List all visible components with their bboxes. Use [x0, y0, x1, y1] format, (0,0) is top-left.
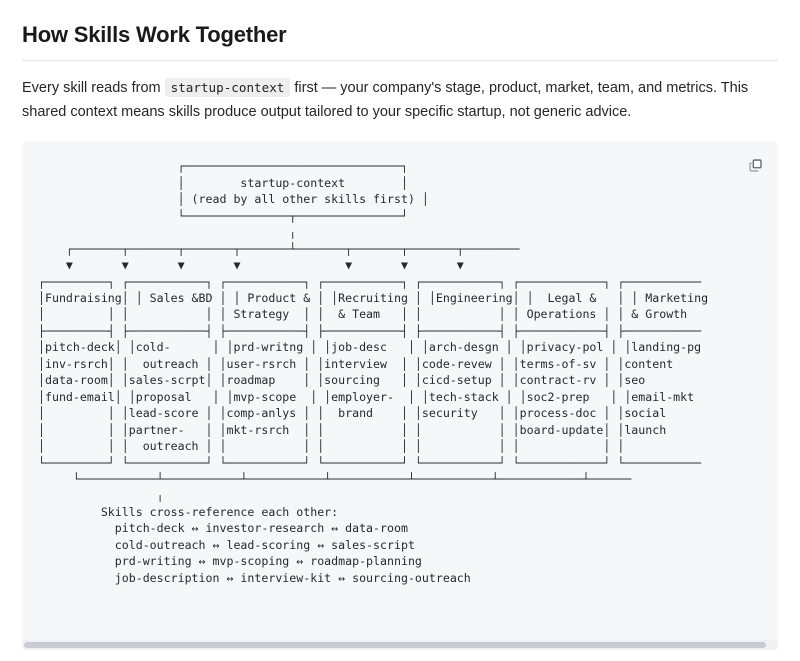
intro-text-after: first — your company's stage, product, m… [22, 80, 749, 120]
horizontal-scrollbar[interactable] [22, 640, 778, 651]
copy-icon [748, 159, 762, 172]
diagram-code-block: ┌───────────────────────────────┐ │ star… [22, 142, 778, 651]
code-scroll-area: ┌───────────────────────────────┐ │ star… [22, 142, 778, 640]
documentation-page: How Skills Work Together Every skill rea… [0, 22, 800, 661]
scrollbar-thumb[interactable] [24, 642, 766, 649]
intro-text-before: Every skill reads from [22, 80, 161, 97]
inline-code-startup-context: startup-context [164, 78, 291, 98]
page-title: How Skills Work Together [22, 22, 287, 47]
intro-paragraph: Every skill reads from startup-context f… [22, 77, 778, 124]
title-divider [22, 60, 778, 62]
ascii-diagram: ┌───────────────────────────────┐ │ star… [38, 159, 709, 585]
copy-button[interactable] [742, 152, 768, 178]
